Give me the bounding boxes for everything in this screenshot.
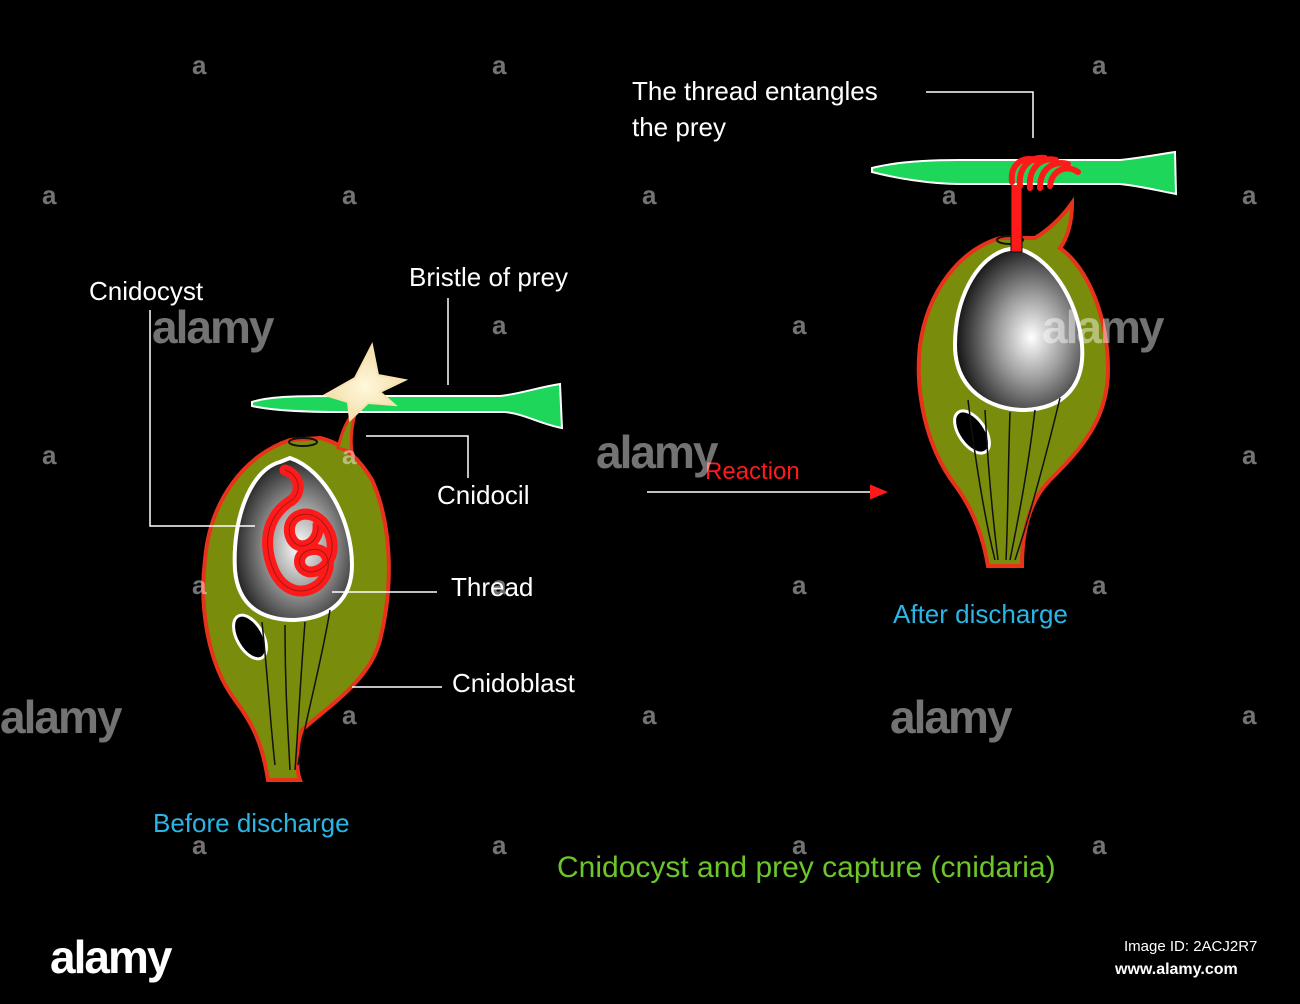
- label-entangle-line1: The thread entangles: [632, 76, 878, 106]
- label-thread: Thread: [451, 572, 534, 602]
- support-fibers-before: [261, 609, 331, 771]
- watermark-letter: a: [1092, 50, 1107, 80]
- watermark-letter: a: [792, 830, 807, 860]
- watermark-word: alamy: [152, 301, 274, 353]
- watermark-letter: a: [642, 700, 657, 730]
- watermark-letter: a: [492, 570, 507, 600]
- watermark-letter: a: [642, 180, 657, 210]
- cnidoblast-after: [916, 196, 1111, 568]
- watermark-letter: a: [42, 440, 57, 470]
- watermark-letter: a: [1092, 830, 1107, 860]
- coiled-thread: [262, 464, 338, 597]
- watermark-letter: a: [192, 570, 207, 600]
- watermark-letter: a: [42, 180, 57, 210]
- label-cnidocil: Cnidocil: [437, 480, 530, 510]
- watermark-letter: a: [192, 50, 207, 80]
- watermark-letter: a: [192, 830, 207, 860]
- watermark-word: alamy: [890, 691, 1012, 743]
- watermark-letter: a: [1242, 180, 1257, 210]
- watermark-word: alamy: [0, 691, 122, 743]
- label-cnidocyst: Cnidocyst: [89, 276, 204, 306]
- watermark-letter: a: [342, 440, 357, 470]
- label-entangle-line2: the prey: [632, 112, 726, 142]
- bristle-of-prey-before: [251, 382, 564, 430]
- cnidoblast-before: [201, 404, 391, 782]
- watermark-letter: a: [942, 180, 957, 210]
- caption-before-discharge: Before discharge: [153, 808, 350, 838]
- capsule-after: [952, 245, 1085, 413]
- watermark-letter: a: [342, 180, 357, 210]
- diagram-title: Cnidocyst and prey capture (cnidaria): [557, 851, 1056, 884]
- leader-lines-before: [149, 298, 469, 688]
- alamy-logo: alamy: [50, 931, 172, 983]
- nucleus-before: [232, 613, 268, 661]
- watermark-letter: a: [1242, 700, 1257, 730]
- watermark-letter: a: [792, 570, 807, 600]
- image-id: Image ID: 2ACJ2R7: [1124, 938, 1258, 955]
- watermark-letter: a: [1242, 440, 1257, 470]
- support-fibers-after: [967, 397, 1061, 561]
- leader-line-after: [926, 91, 1034, 138]
- contact-flash: [322, 342, 409, 423]
- watermark-letter: a: [492, 50, 507, 80]
- operculum-after: [996, 235, 1024, 245]
- caption-after-discharge: After discharge: [893, 599, 1068, 629]
- label-cnidoblast: Cnidoblast: [452, 668, 575, 698]
- label-reaction: Reaction: [705, 458, 800, 485]
- watermark-letter: a: [492, 830, 507, 860]
- thread-wrap: [1008, 154, 1081, 191]
- label-bristle-of-prey: Bristle of prey: [409, 262, 568, 292]
- watermark-letter: a: [1092, 570, 1107, 600]
- operculum: [288, 437, 318, 447]
- watermark-word: alamy: [1042, 301, 1164, 353]
- watermark-word: alamy: [596, 426, 718, 478]
- watermark-letter: a: [792, 310, 807, 340]
- site-url: www.alamy.com: [1115, 961, 1238, 978]
- watermark-letter: a: [342, 700, 357, 730]
- watermark-letter: a: [492, 310, 507, 340]
